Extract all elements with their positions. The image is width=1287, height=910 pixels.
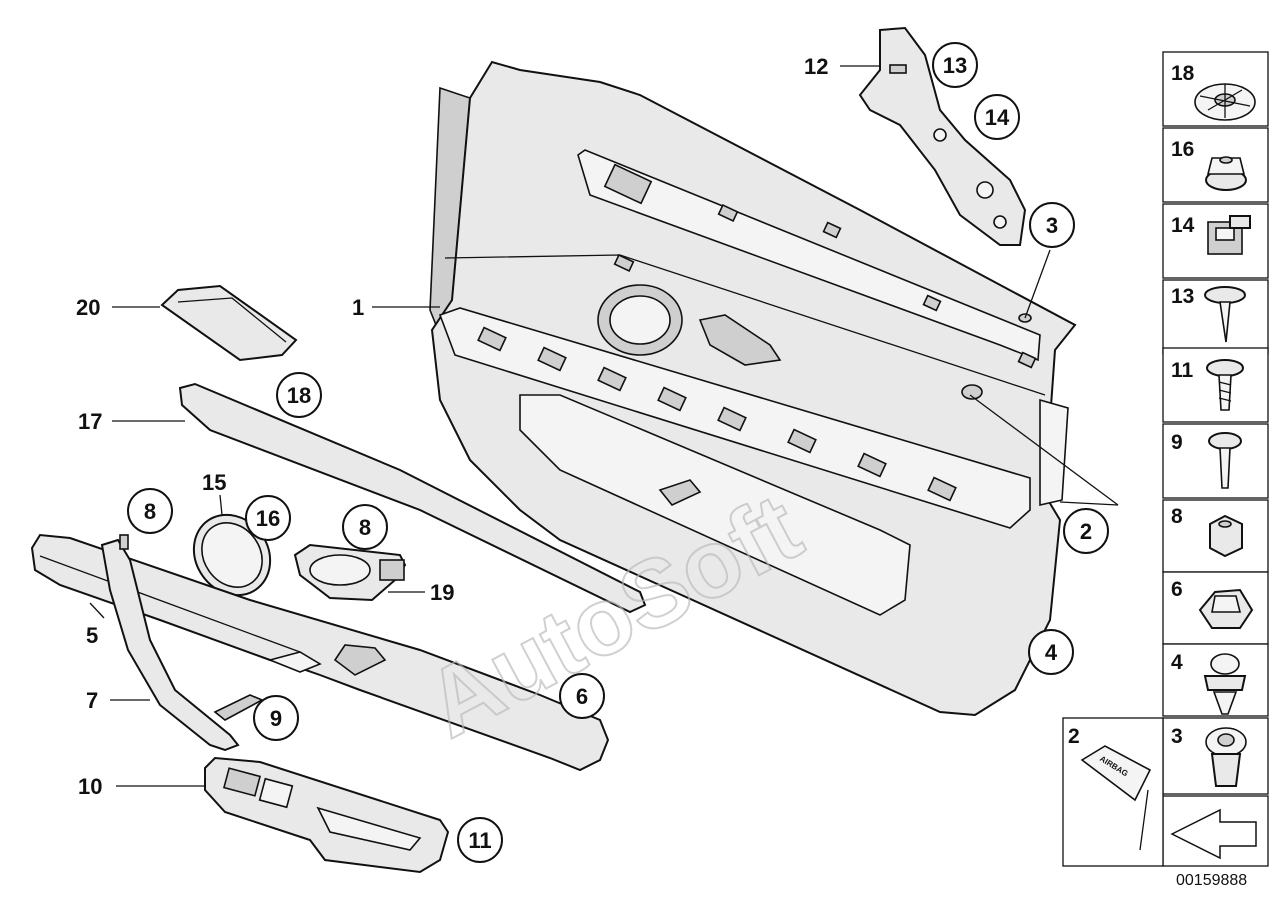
side-label-16: 16: [1171, 138, 1194, 161]
svg-text:13: 13: [943, 53, 967, 78]
side-label-4: 4: [1171, 651, 1183, 674]
side-label-14: 14: [1171, 214, 1195, 237]
callout-5: 5: [86, 623, 98, 648]
callout-18: 18: [276, 372, 322, 418]
side-label-6: 6: [1171, 578, 1183, 601]
clip-nut-icon: [1207, 215, 1251, 255]
pull-handle: [100, 534, 264, 752]
callout-2: 2: [1063, 508, 1109, 554]
svg-text:16: 16: [256, 506, 280, 531]
side-label-18: 18: [1171, 62, 1195, 85]
bracket-part: [858, 26, 1027, 246]
grommet-icon: [1205, 727, 1247, 787]
callout-8-handle: 8: [342, 504, 388, 550]
callout-8-left: 8: [127, 488, 173, 534]
svg-text:11: 11: [468, 828, 491, 853]
callout-14: 14: [974, 94, 1020, 140]
callout-9: 9: [253, 695, 299, 741]
svg-text:8: 8: [144, 499, 156, 524]
callout-15: 15: [202, 470, 226, 495]
inset-airbag-badge: 2 AIRBAG: [1062, 717, 1164, 867]
side-label-11: 11: [1171, 359, 1194, 382]
callout-11: 11: [457, 817, 503, 863]
screw-washer-icon: [1204, 286, 1246, 343]
door-trim-panel: [429, 60, 1077, 717]
hex-nut-icon: [1209, 514, 1243, 558]
fastener-side-panel: 18 16 14 13 11 9 8 6 4 3: [1162, 51, 1269, 867]
callout-12: 12: [804, 54, 828, 79]
svg-text:9: 9: [270, 706, 282, 731]
side-label-8: 8: [1171, 505, 1183, 528]
callout-4: 4: [1028, 629, 1074, 675]
expansion-clip-icon: [1194, 83, 1256, 121]
speed-nut-icon: [1198, 588, 1254, 629]
inset-label-2: 2: [1068, 725, 1080, 748]
push-rivet-icon: [1203, 653, 1247, 715]
svg-text:4: 4: [1045, 640, 1058, 665]
side-label-9: 9: [1171, 431, 1183, 454]
arrow-icon: [1170, 808, 1257, 860]
image-id: 00159888: [1176, 872, 1247, 889]
svg-text:6: 6: [576, 684, 588, 709]
cover-part: [160, 284, 298, 362]
callout-1: 1: [352, 295, 364, 320]
callout-13: 13: [932, 42, 978, 88]
svg-text:18: 18: [287, 383, 311, 408]
trim-strip: [178, 382, 647, 614]
svg-text:2: 2: [1080, 519, 1092, 544]
leader-lines: [89, 65, 1119, 787]
inner-door-handle: [293, 543, 407, 602]
svg-text:14: 14: [985, 105, 1010, 130]
hex-nut-flange-icon: [1205, 156, 1247, 191]
switch-bezel: [204, 756, 450, 874]
svg-text:3: 3: [1046, 213, 1058, 238]
side-label-3: 3: [1171, 725, 1183, 748]
screw-short-icon: [1208, 432, 1242, 489]
callout-6: 6: [559, 673, 605, 719]
armrest-panel: [30, 533, 610, 772]
callout-19: 19: [430, 580, 454, 605]
callout-20: 20: [76, 295, 100, 320]
callouts: 1 5 7 10 12 15 17 19 20 2 3 4 6 8: [76, 42, 1109, 863]
callout-10: 10: [78, 774, 102, 799]
svg-text:8: 8: [359, 515, 371, 540]
callout-3: 3: [1029, 202, 1075, 248]
callout-16: 16: [245, 495, 291, 541]
callout-7: 7: [86, 688, 98, 713]
speaker-cover: [192, 513, 272, 597]
side-label-13: 13: [1171, 285, 1194, 308]
screw-long-icon: [1206, 359, 1244, 411]
callout-17: 17: [78, 409, 102, 434]
